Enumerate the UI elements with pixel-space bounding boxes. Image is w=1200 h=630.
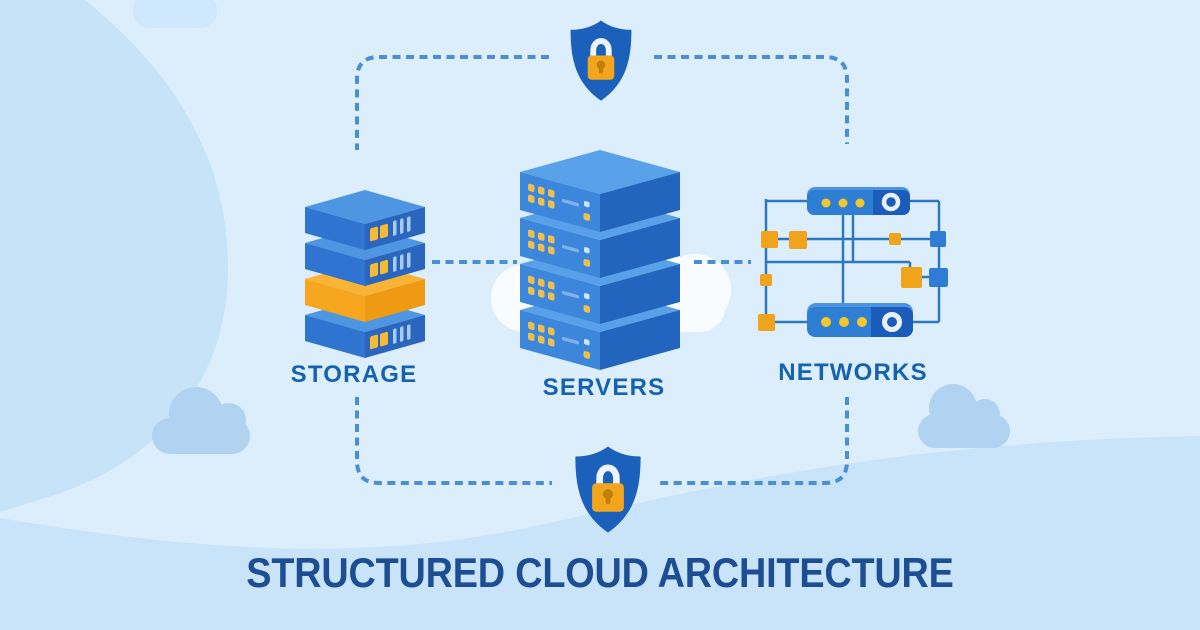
servers-label: SERVERS bbox=[542, 374, 666, 401]
connector-bottom-right bbox=[658, 397, 849, 485]
storage-slab bbox=[305, 190, 425, 250]
server-unit bbox=[520, 150, 680, 232]
cloud-right-icon bbox=[918, 384, 1010, 448]
cloud-left-icon bbox=[152, 387, 250, 454]
network-links bbox=[764, 199, 941, 324]
shield-lock-icon-bottom bbox=[575, 446, 641, 533]
cloud-top-icon bbox=[133, 0, 217, 28]
page-title: STRUCTURED CLOUD ARCHITECTURE bbox=[0, 549, 1200, 597]
server-rack-icon bbox=[520, 150, 680, 370]
connector-top-left bbox=[355, 55, 549, 150]
network-nodes bbox=[758, 231, 948, 331]
router-top bbox=[807, 187, 910, 215]
networks-label: NETWORKS bbox=[778, 359, 928, 386]
bottom-wave bbox=[0, 436, 1200, 630]
page-title-text: STRUCTURED CLOUD ARCHITECTURE bbox=[246, 549, 954, 596]
storage-stack-icon bbox=[305, 190, 425, 358]
router-bottom bbox=[807, 303, 913, 337]
shield-lock-icon-top bbox=[570, 20, 632, 101]
network-topology-icon bbox=[758, 187, 948, 337]
storage-label: STORAGE bbox=[290, 361, 418, 388]
connector-bottom-left bbox=[355, 397, 552, 485]
background-blob bbox=[0, 0, 228, 512]
connector-top-right bbox=[654, 55, 849, 144]
